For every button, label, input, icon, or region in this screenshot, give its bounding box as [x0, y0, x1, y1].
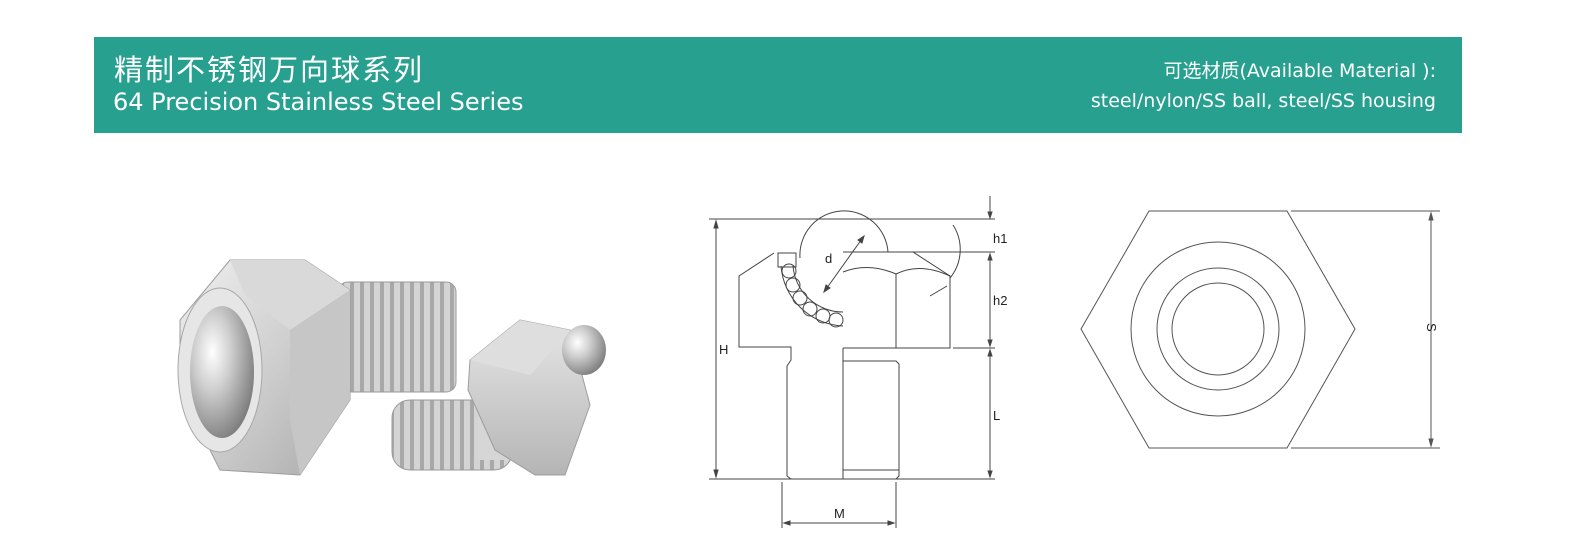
- dim-M: M: [834, 506, 845, 521]
- side-view-drawing: d h1 h2 H L M: [690, 190, 1030, 540]
- dim-H: H: [719, 342, 728, 357]
- large-unit: [177, 259, 457, 476]
- title-english: 64 Precision Stainless Steel Series: [113, 88, 524, 116]
- title-chinese: 精制不锈钢万向球系列: [114, 53, 425, 87]
- dim-S: S: [1424, 323, 1439, 332]
- dim-d: d: [825, 251, 832, 266]
- small-unit: [391, 319, 606, 476]
- dim-h2: h2: [993, 293, 1007, 308]
- product-photo: [150, 220, 630, 520]
- material-label: 可选材质(Available Material ):: [1163, 60, 1437, 82]
- top-view-drawing: S: [1060, 195, 1460, 465]
- header-banner: 精制不锈钢万向球系列 64 Precision Stainless Steel …: [94, 37, 1462, 133]
- dim-h1: h1: [993, 231, 1007, 246]
- material-value: steel/nylon/SS ball, steel/SS housing: [1090, 90, 1436, 112]
- dim-L: L: [993, 408, 1000, 423]
